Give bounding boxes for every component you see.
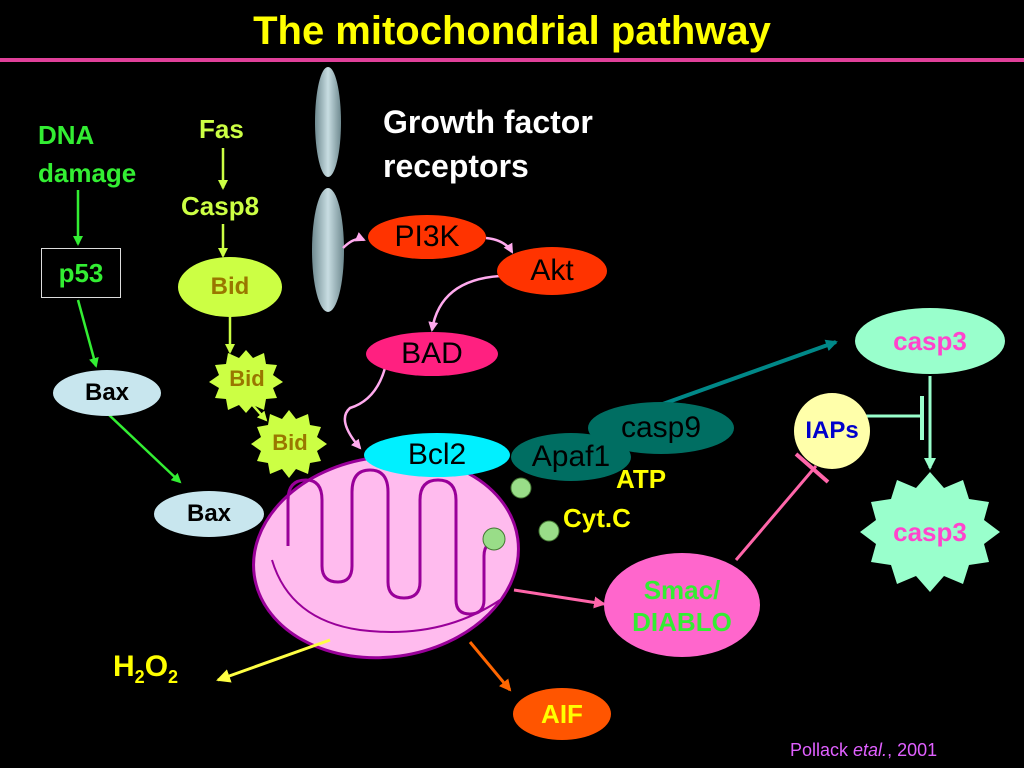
- bax-label-2: Bax: [186, 500, 232, 527]
- bcl2-shape: [364, 433, 510, 477]
- aif-label: AIF: [541, 698, 583, 729]
- tbid-star-1: [209, 350, 283, 413]
- arrow-bax-to-bax: [107, 413, 182, 484]
- iaps-label: IAPs: [805, 417, 859, 444]
- bid-label: Bid: [210, 273, 250, 300]
- pi3k-shape: [368, 215, 486, 259]
- pi3k-label: PI3K: [394, 220, 460, 253]
- receptor-shape-bottom: [312, 188, 344, 312]
- tbid-label-1: Bid: [229, 366, 265, 391]
- title-rule: [0, 58, 1024, 62]
- aif-shape: [513, 688, 611, 740]
- casp3-active-star: [860, 472, 1000, 592]
- fas-label: Fas: [199, 114, 244, 144]
- receptor-label: Growth factor receptors: [383, 104, 593, 184]
- casp9-shape: [588, 402, 734, 454]
- casp3-active-label: casp3: [893, 516, 967, 547]
- arrow-p53-to-bax: [76, 299, 99, 368]
- casp8-label: Casp8: [181, 191, 260, 221]
- apaf1-shape: [511, 433, 631, 481]
- molecule-dot-2: [538, 520, 560, 542]
- arrow-mito-to-h2o2: [216, 638, 331, 683]
- molecule-dot-1: [510, 477, 532, 499]
- arrow-pi3k-to-akt: [485, 236, 514, 254]
- p53-box: p53: [41, 248, 121, 298]
- bax-shape-1: [53, 370, 161, 416]
- arrow-bad-to-bcl2: [343, 367, 387, 450]
- smac-label: Smac/ DIABLO: [604, 570, 760, 642]
- cytc-label: Cyt.C: [563, 503, 631, 533]
- mitochondrion-cristae: [286, 468, 501, 616]
- arrow-receptor-to-pi3k: [342, 232, 366, 249]
- inhibit-bar-smac: [794, 452, 830, 484]
- bcl2-label: Bcl2: [407, 438, 467, 471]
- arrow-mito-to-smac: [513, 588, 606, 609]
- akt-label: Akt: [530, 254, 574, 287]
- tbid-star-2: [251, 410, 327, 478]
- akt-shape: [497, 247, 607, 295]
- casp9-label: casp9: [620, 411, 702, 444]
- mitochondrion-inner-outline: [271, 559, 501, 633]
- smac-label-line2: DIABLO: [632, 607, 732, 637]
- mitochondrion: [252, 454, 520, 660]
- p53-label: p53: [58, 257, 104, 288]
- citation: Pollack etal., 2001: [790, 740, 938, 760]
- molecule-dot-3: [482, 527, 506, 551]
- iaps-shape: [794, 393, 870, 469]
- page-title: The mitochondrial pathway: [253, 9, 771, 53]
- casp3-label: casp3: [893, 325, 967, 356]
- bax-shape-2: [154, 491, 264, 537]
- arrow-casp9-to-casp3: [659, 339, 838, 407]
- casp3-shape: [855, 308, 1005, 374]
- bid-shape: [178, 257, 282, 317]
- tbid-label-2: Bid: [272, 430, 308, 455]
- receptor-shape-top: [315, 67, 341, 177]
- bad-shape: [366, 332, 498, 376]
- bad-label: BAD: [401, 337, 463, 370]
- arrow-mito-to-aif: [468, 641, 512, 692]
- arrow-akt-to-bad: [428, 274, 501, 332]
- inhibit-smac-to-iaps: [734, 465, 818, 561]
- atp-label: ATP: [616, 464, 667, 494]
- dna-damage-label: DNA damage: [38, 120, 137, 188]
- smac-shape: [604, 553, 760, 657]
- apaf1-label: Apaf1: [531, 440, 611, 473]
- bax-label-1: Bax: [84, 379, 130, 406]
- smac-label-line1: Smac/: [643, 575, 721, 605]
- h2o2-label: H2O2: [113, 650, 179, 687]
